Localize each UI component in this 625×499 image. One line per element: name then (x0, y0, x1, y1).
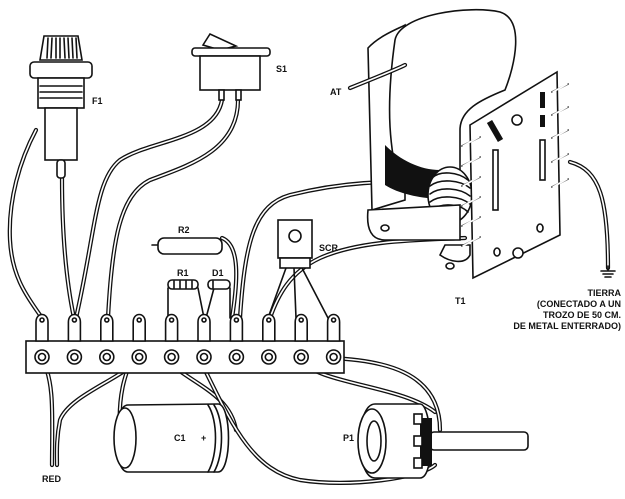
terminal-3 (99, 313, 115, 365)
terminal-10 (325, 313, 342, 365)
label-p1: P1 (343, 433, 354, 443)
label-f1: F1 (92, 96, 103, 106)
label-mains: RED (42, 474, 62, 484)
label-c1: C1 (174, 433, 186, 443)
wire-ground (567, 159, 611, 271)
fuse-holder (29, 35, 93, 179)
ground-note-line1: TIERRA (588, 288, 622, 298)
terminal-strip (25, 313, 345, 374)
terminal-2 (66, 313, 83, 365)
resistor-r2 (151, 237, 223, 255)
r1-d1-leads (167, 287, 231, 319)
scr (277, 219, 313, 269)
potentiometer-p1 (357, 403, 529, 479)
terminal-7 (228, 313, 245, 365)
resistor-r1 (167, 279, 199, 290)
label-scr: SCR (319, 243, 339, 253)
wire-r2 (219, 235, 239, 321)
capacitor-c1 (113, 403, 230, 473)
diode-d1 (207, 279, 231, 290)
terminal-5 (163, 313, 180, 365)
wire-switch-right (105, 97, 241, 321)
label-t1: T1 (455, 296, 466, 306)
wire-switch-left (73, 97, 225, 321)
ground-note-line2: (CONECTADO A UN (537, 299, 621, 309)
label-d1: D1 (212, 268, 224, 278)
terminal-9 (293, 313, 310, 365)
label-r2: R2 (178, 225, 190, 235)
label-at: AT (330, 87, 342, 97)
wire-mains-1 (39, 357, 55, 468)
ground-icon (600, 265, 616, 278)
label-r1: R1 (177, 268, 189, 278)
terminal-4 (131, 313, 147, 365)
wire-fuse-bottom (59, 175, 77, 321)
rocker-switch (191, 32, 271, 101)
wire-pot-3 (327, 355, 443, 433)
ground-note-line4: DE METAL ENTERRADO) (513, 321, 621, 331)
label-c1-polarity: + (201, 433, 206, 443)
ground-note-line3: TROZO DE 50 CM. (543, 310, 621, 320)
transformer-assembly (347, 8, 569, 280)
wire-mains-2 (54, 355, 143, 468)
terminal-6 (196, 313, 212, 365)
scr-legs (267, 267, 329, 319)
terminal-8 (260, 313, 277, 365)
wire-fuse-left (7, 127, 45, 321)
terminal-1 (34, 313, 50, 365)
label-s1: S1 (276, 64, 287, 74)
